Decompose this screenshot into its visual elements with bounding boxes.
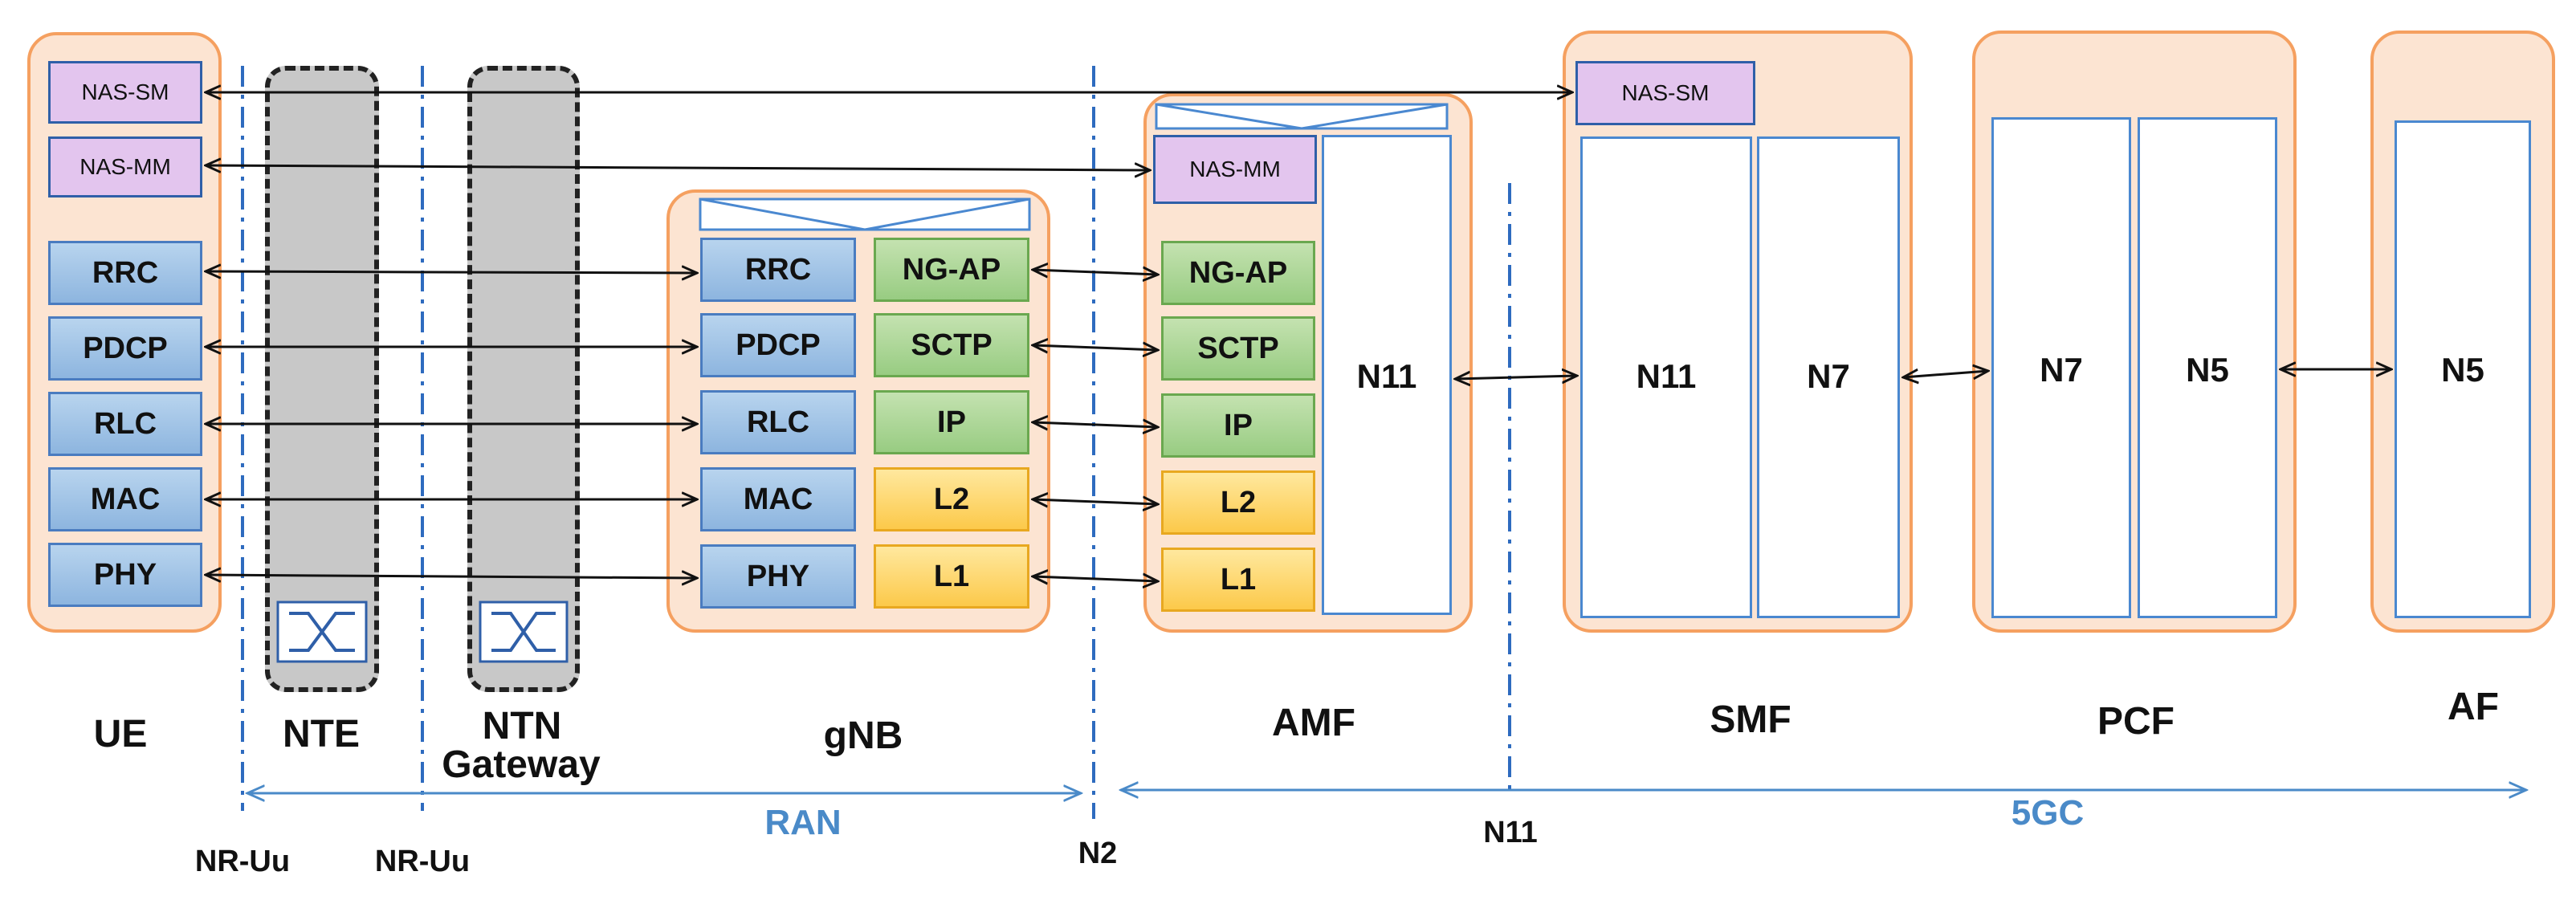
af-title: AF	[2448, 686, 2499, 728]
gnb-layer-ip: IP	[874, 390, 1029, 454]
smf-n11-label: N11	[1636, 357, 1697, 395]
nr-uu-label-2: NR-Uu	[374, 845, 471, 878]
pcf-n5-panel: N5	[2138, 117, 2277, 618]
gnb-layer-rrc: RRC	[700, 238, 856, 302]
ntn-gateway-switch-icon	[479, 601, 569, 663]
core-label: 5GC	[2011, 793, 2085, 833]
ngap-arrow	[1033, 270, 1158, 275]
nas-mm-arrow	[206, 165, 1150, 170]
phy-arrow	[206, 575, 697, 578]
af-n5-label: N5	[2441, 351, 2484, 389]
ue-nas-sm: NAS-SM	[48, 61, 202, 124]
nte-title: NTE	[283, 713, 360, 755]
rrc-arrow	[206, 271, 697, 273]
ue-layer-pdcp: PDCP	[48, 316, 202, 381]
sctp-arrow	[1033, 345, 1158, 350]
smf-n11-panel: N11	[1580, 136, 1752, 618]
smf-nas-sm: NAS-SM	[1575, 61, 1755, 125]
af-n5-panel: N5	[2395, 120, 2531, 618]
gnb-title: gNB	[823, 715, 903, 757]
nte-switch-icon	[276, 601, 368, 663]
n2-label: N2	[1078, 837, 1118, 870]
ran-label: RAN	[764, 803, 842, 842]
smf-title: SMF	[1710, 698, 1791, 741]
ue-nas-mm: NAS-MM	[48, 136, 202, 197]
ue-layer-rrc: RRC	[48, 241, 202, 305]
gnb-layer-pdcp: PDCP	[700, 313, 856, 377]
domain-spans	[247, 790, 2526, 793]
gnb-layer-mac: MAC	[700, 467, 856, 531]
ue-title: UE	[93, 713, 148, 755]
amf-n11-panel: N11	[1322, 135, 1452, 615]
smf-n7-label: N7	[1807, 357, 1850, 395]
l2-arrow	[1033, 499, 1158, 504]
amf-header-shape	[1155, 103, 1449, 130]
ue-layer-phy: PHY	[48, 543, 202, 607]
ntn-gateway-title-line1: NTN	[482, 705, 562, 747]
pcf-title: PCF	[2097, 700, 2175, 743]
amf-title: AMF	[1272, 702, 1355, 744]
amf-layer-l2: L2	[1161, 470, 1315, 535]
gnb-layer-sctp: SCTP	[874, 313, 1029, 377]
ip-arrow	[1033, 422, 1158, 427]
l1-arrow	[1033, 576, 1158, 581]
ue-layer-rlc: RLC	[48, 392, 202, 456]
reference-lines	[241, 66, 1511, 819]
nr-uu-label-1: NR-Uu	[194, 845, 291, 878]
n7-arrow	[1903, 371, 1988, 377]
gnb-header-shape	[699, 197, 1031, 231]
n11-arrow	[1455, 376, 1577, 379]
gnb-layer-ngap: NG-AP	[874, 238, 1029, 302]
pcf-n7-panel: N7	[1991, 117, 2131, 618]
amf-layer-ngap: NG-AP	[1161, 241, 1315, 305]
amf-n11-label: N11	[1356, 357, 1417, 395]
amf-layer-l1: L1	[1161, 548, 1315, 612]
amf-layer-ip: IP	[1161, 393, 1315, 458]
smf-n7-panel: N7	[1757, 136, 1900, 618]
peer-arrows	[206, 92, 2391, 581]
gnb-layer-phy: PHY	[700, 544, 856, 609]
pcf-n7-label: N7	[2040, 351, 2083, 389]
ue-layer-mac: MAC	[48, 467, 202, 531]
amf-layer-sctp: SCTP	[1161, 316, 1315, 381]
gnb-layer-l2: L2	[874, 467, 1029, 531]
gnb-layer-rlc: RLC	[700, 390, 856, 454]
n11-label: N11	[1483, 816, 1538, 849]
ntn-gateway-title-line2: Gateway	[442, 743, 601, 786]
amf-nas-mm: NAS-MM	[1153, 135, 1317, 204]
pcf-n5-label: N5	[2186, 351, 2229, 389]
gnb-layer-l1: L1	[874, 544, 1029, 609]
